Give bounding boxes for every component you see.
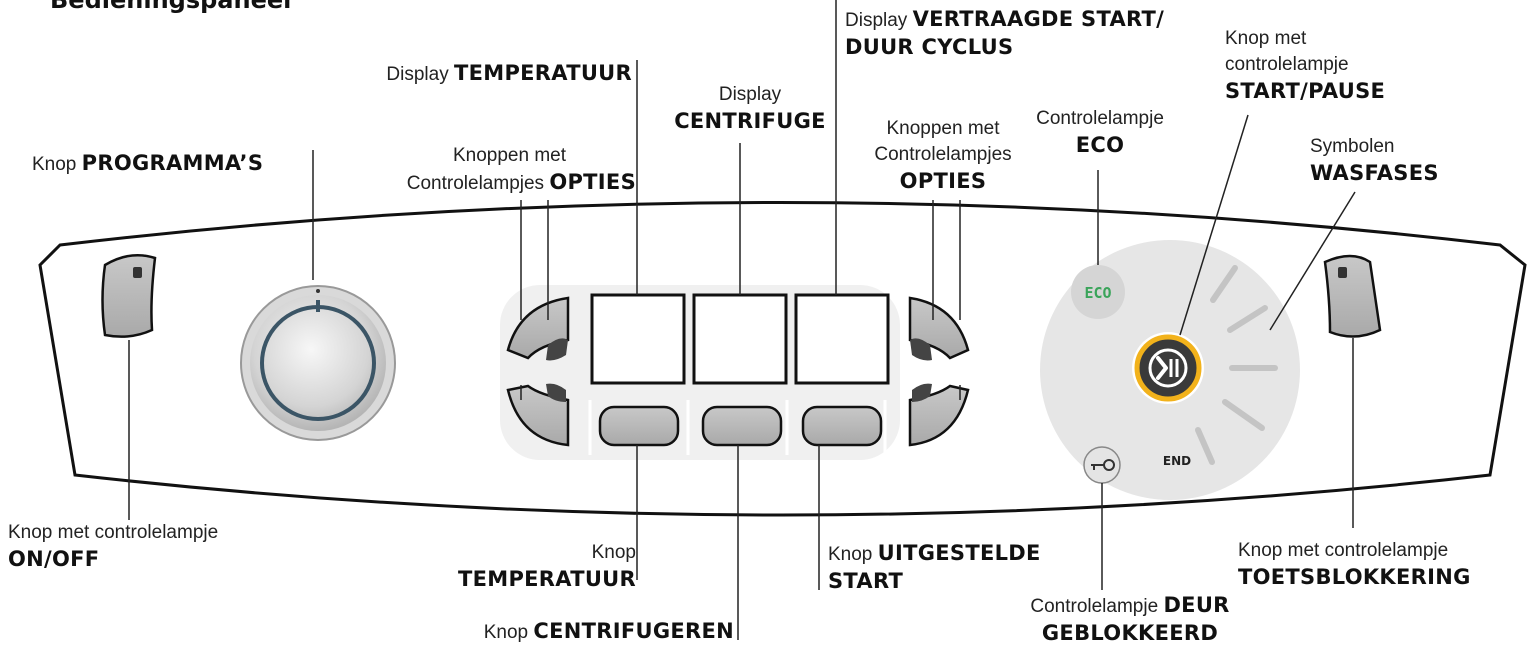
label-temperature-display: Display TEMPERATUUR <box>386 61 632 85</box>
temperature-button[interactable] <box>598 405 680 447</box>
option-button-right-bottom[interactable] <box>908 383 970 447</box>
start-pause-button[interactable] <box>1132 332 1204 404</box>
end-label: END <box>1163 454 1191 468</box>
eco-light-text: ECO <box>1084 284 1111 302</box>
label-door-locked: Controlelampje DEUR GEBLOKKEERD <box>1030 593 1230 645</box>
option-button-right-top[interactable] <box>908 296 970 361</box>
label-delay-button: Knop UITGESTELDE START <box>828 541 1041 593</box>
door-locked-light <box>1083 446 1121 484</box>
label-delay-display: Display VERTRAAGDE START/ DUUR CYCLUS <box>845 7 1165 59</box>
label-eco-light: Controlelampje ECO <box>1036 108 1164 157</box>
leader-lines <box>128 0 1356 640</box>
temperature-display <box>590 293 686 385</box>
key-lock-button[interactable] <box>1323 254 1382 338</box>
delay-start-button[interactable] <box>801 405 883 447</box>
program-knob[interactable] <box>240 285 396 441</box>
eco-light <box>1071 265 1125 319</box>
option-button-left-bottom[interactable] <box>506 383 570 447</box>
spin-display <box>692 293 788 385</box>
label-spin-button: Knop CENTRIFUGEREN <box>483 619 734 643</box>
label-key-lock: Knop met controlelampje TOETSBLOKKERING <box>1238 540 1471 589</box>
delay-display <box>794 293 890 385</box>
spin-button[interactable] <box>701 405 783 447</box>
on-off-button[interactable] <box>101 253 157 338</box>
page-title: Bedieningspaneel <box>50 0 292 14</box>
label-spin-display: Display CENTRIFUGE <box>674 84 826 133</box>
option-button-left-top[interactable] <box>506 296 570 361</box>
label-on-off: Knop met controlelampje ON/OFF <box>8 522 219 571</box>
label-start-pause: Knop met controlelampje START/PAUSE <box>1225 28 1386 103</box>
label-temperature-button: Knop TEMPERATUUR <box>458 542 636 591</box>
label-programs: Knop PROGRAMMA’S <box>32 151 264 175</box>
wash-phase-symbols <box>1195 265 1278 465</box>
label-wash-phases: Symbolen WASFASES <box>1310 136 1439 185</box>
label-options-left: Knoppen met Controlelampjes OPTIES <box>406 145 636 194</box>
label-options-right: Knoppen met Controlelampjes OPTIES <box>874 118 1012 193</box>
